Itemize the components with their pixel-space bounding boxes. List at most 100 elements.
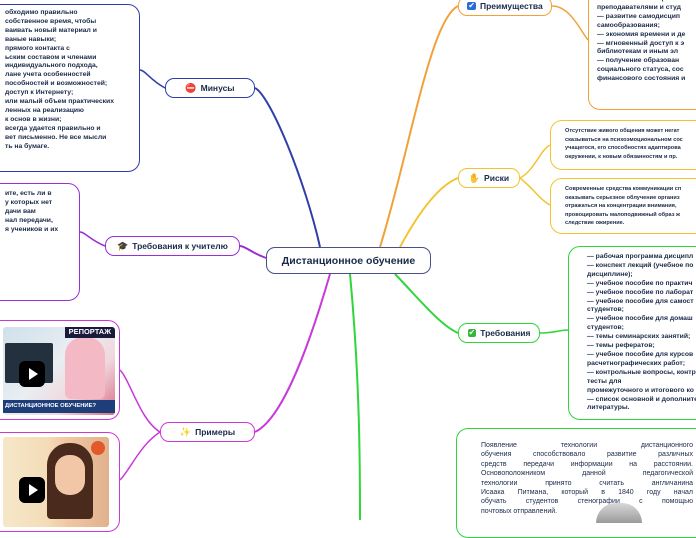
note-line: Современные средства коммуникации сп bbox=[565, 186, 682, 192]
note-line: или малый объем практических bbox=[5, 98, 115, 106]
note-line: Исаака Питмана, который в 1840 году нача… bbox=[481, 489, 693, 497]
topic-minusy[interactable]: ⛔ Минусы bbox=[165, 78, 255, 98]
note-line: вет письменно. Не все мысли bbox=[5, 133, 107, 141]
example-video-speaker[interactable] bbox=[0, 432, 120, 532]
check-icon: ✔ bbox=[467, 328, 477, 337]
note-line: библиотекам и иным эл bbox=[597, 48, 679, 56]
note-line: расчетнографических работ; bbox=[587, 359, 686, 367]
note-line: собственное время, чтобы bbox=[5, 17, 97, 25]
note-line: обучать студентов стенографии с помощью bbox=[481, 498, 693, 506]
note-line: Отсутствие живого общения может негат bbox=[565, 128, 680, 134]
risk-note-health: Современные средства коммуникации сп оказ… bbox=[550, 178, 696, 234]
note-line: — экономия времени и де bbox=[597, 30, 686, 38]
note-line: оказывать серьезное облучение организ bbox=[565, 194, 680, 201]
note-line: — учебное пособие по практич bbox=[587, 279, 693, 287]
note-line: прямого контакта с bbox=[5, 44, 70, 52]
note-line: — контрольные вопросы, контр bbox=[587, 368, 696, 376]
note-line: окружении, к новым обязанностям и пр. bbox=[565, 153, 678, 160]
topic-requirements-label: Требования bbox=[480, 328, 531, 338]
note-line: промежуточного и итогового ко bbox=[587, 386, 694, 394]
link-teacher-note bbox=[79, 231, 106, 247]
central-topic[interactable]: Дистанционное обучение bbox=[266, 247, 431, 274]
video-thumbnail[interactable] bbox=[3, 437, 109, 527]
note-line: пособностей и возможностей; bbox=[5, 80, 108, 88]
note-line: доступ к Интернету; bbox=[5, 89, 74, 97]
example-video-report[interactable]: РЕПОРТАЖ ДИСТАНЦИОННОЕ ОБУЧЕНИЕ? bbox=[0, 320, 120, 420]
note-line: — учебное пособие для домаш bbox=[587, 315, 693, 323]
topic-minusy-label: Минусы bbox=[200, 83, 235, 93]
note-line: к основ в жизни; bbox=[5, 115, 62, 123]
note-line: Появление технологии дистанционного bbox=[481, 442, 693, 449]
topic-risks[interactable]: ✋ Риски bbox=[458, 168, 520, 188]
link-risk-2 bbox=[519, 177, 551, 206]
note-line: — рабочая программа дисципл bbox=[587, 253, 694, 260]
branch-risks bbox=[399, 177, 459, 248]
requirements-note: — рабочая программа дисципл— конспект ле… bbox=[568, 246, 696, 420]
play-button[interactable] bbox=[19, 361, 45, 387]
note-line: лане учета особенностей bbox=[5, 71, 91, 79]
logo-icon bbox=[91, 441, 105, 455]
note-line: индивидуального подхода, bbox=[5, 62, 98, 70]
link-example-1 bbox=[119, 369, 161, 433]
note-line: ите, есть ли в bbox=[5, 190, 52, 197]
note-line: провоцировать малоподвижный образ ж bbox=[565, 211, 681, 218]
no-entry-icon: ⛔ bbox=[185, 82, 197, 93]
note-line: следствие ожирение. bbox=[565, 220, 625, 227]
note-line: обучения способствовало развитие различн… bbox=[481, 451, 693, 459]
topic-benefits-label: Преимущества bbox=[480, 1, 543, 11]
note-line: технологии принято считать англичанина bbox=[481, 479, 693, 487]
play-button[interactable] bbox=[19, 477, 45, 503]
branch-history bbox=[349, 273, 361, 520]
note-line: — список основной и дополните bbox=[587, 395, 696, 403]
link-requirements-note bbox=[539, 329, 569, 334]
topic-teacher-label: Требования к учителю bbox=[132, 241, 228, 251]
note-line: литературы. bbox=[587, 404, 630, 412]
note-line: — темы семинарских занятий; bbox=[587, 333, 691, 341]
note-line: ленных на реализацию bbox=[5, 106, 84, 114]
note-line: финансового состояния и bbox=[597, 75, 686, 83]
note-line: нал передачи, bbox=[5, 216, 53, 224]
note-line: дисциплине); bbox=[587, 270, 633, 278]
note-line: всегда удается правильно и bbox=[5, 124, 101, 132]
risk-note-social: Отсутствие живого общения может негат ска… bbox=[550, 120, 696, 170]
link-benefits-note bbox=[551, 5, 589, 41]
topic-teacher-requirements[interactable]: 🎓 Требования к учителю bbox=[105, 236, 240, 256]
note-line: студентов; bbox=[587, 306, 624, 314]
note-line: — конспект лекций (учебное по bbox=[587, 261, 694, 269]
note-line: социального статуса, сос bbox=[597, 66, 684, 74]
note-line: преподавателями и студ bbox=[597, 3, 681, 11]
note-line: сказываться на психоэмоциональном сос bbox=[565, 136, 683, 143]
video-thumbnail[interactable]: РЕПОРТАЖ ДИСТАНЦИОННОЕ ОБУЧЕНИЕ? bbox=[3, 327, 115, 415]
topic-requirements[interactable]: ✔ Требования bbox=[458, 323, 540, 343]
note-line: учащегося, его способностях адаптирова bbox=[565, 145, 681, 152]
topic-examples-label: Примеры bbox=[195, 427, 236, 437]
note-line: ьским составом и членами bbox=[5, 53, 97, 61]
benefits-note: возможность и оперативнпреподавателями и… bbox=[588, 0, 696, 110]
note-line: почтовых отправлений. bbox=[481, 507, 558, 515]
branch-benefits bbox=[379, 5, 459, 248]
note-line: — развитие самодисцип bbox=[597, 12, 680, 20]
note-line: Основоположником данной педагогической bbox=[481, 470, 693, 478]
topic-examples[interactable]: ✨ Примеры bbox=[160, 422, 255, 442]
note-line: студентов; bbox=[587, 324, 624, 332]
branch-minusy bbox=[254, 87, 321, 248]
note-line: ть на бумаге. bbox=[5, 142, 50, 150]
branch-connectors bbox=[79, 5, 589, 520]
branch-examples bbox=[254, 273, 331, 433]
note-line: — учебное пособие для самост bbox=[587, 297, 694, 305]
topic-benefits[interactable]: ✔ Преимущества bbox=[458, 0, 552, 16]
note-line: обходимо правильно bbox=[5, 9, 78, 16]
branch-teacher bbox=[239, 245, 267, 259]
note-line: — мгновенный доступ к э bbox=[597, 39, 685, 47]
check-icon: ✔ bbox=[467, 1, 476, 10]
portrait-image bbox=[596, 503, 642, 523]
branch-requirements bbox=[394, 273, 459, 334]
note-line: дачи вам bbox=[5, 207, 36, 215]
note-line: отражаться на концентрации внимания, bbox=[565, 203, 677, 210]
note-line: средств передачи информации на расстояни… bbox=[481, 460, 693, 468]
note-line: возможность и оперативн bbox=[597, 0, 696, 4]
note-line: самообразования; bbox=[597, 21, 660, 29]
note-line: тесты для bbox=[587, 377, 622, 385]
note-line: — темы рефератов; bbox=[587, 342, 655, 350]
